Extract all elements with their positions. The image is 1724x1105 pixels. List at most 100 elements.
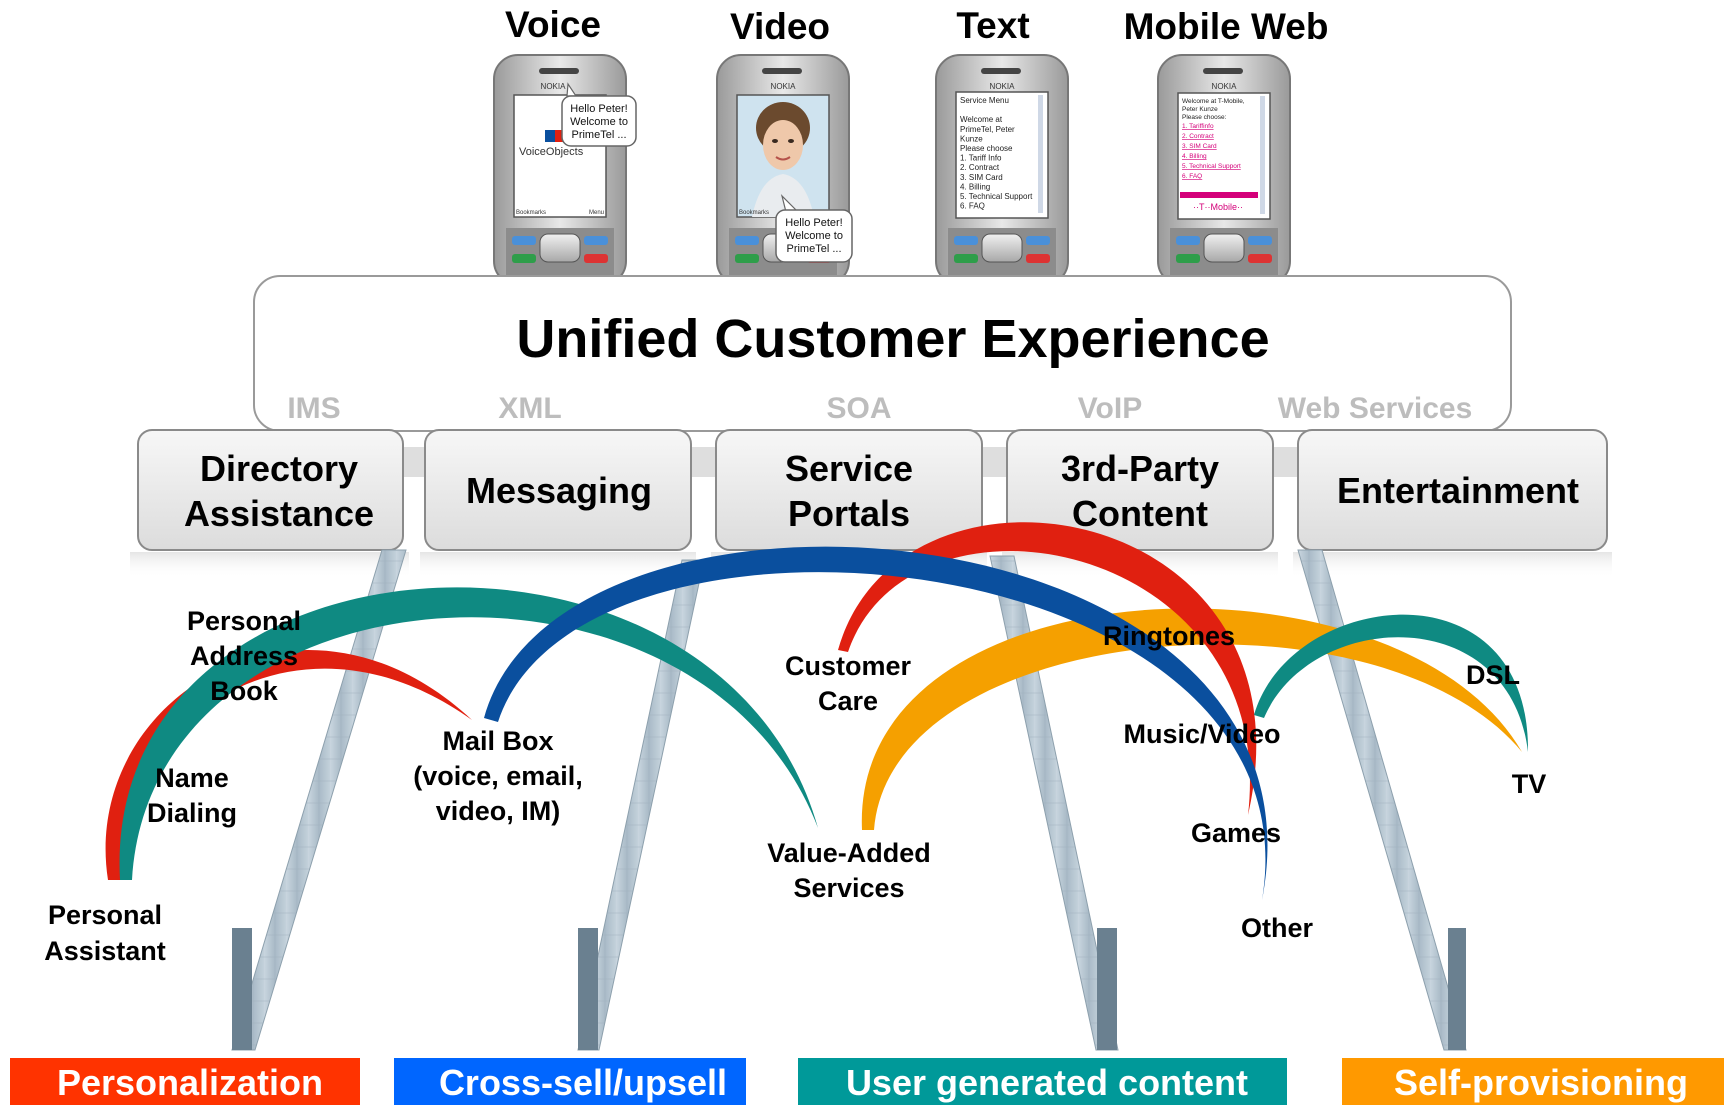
offering-name-dialing-line-2: Dialing — [147, 798, 237, 828]
offering-personal-assistant-line-2: Assistant — [44, 936, 166, 966]
band-personalization — [10, 1058, 360, 1105]
service-label-messaging: Messaging — [466, 470, 652, 511]
platform-title: Unified Customer Experience — [516, 309, 1269, 369]
band-label-self-provisioning: Self-provisioning — [1394, 1062, 1688, 1103]
voice-bubble-line-1: Hello Peter! — [570, 103, 627, 115]
web-link-line-2[interactable]: 2. Contract — [1182, 133, 1214, 140]
sms-menu-line-3: Welcome at — [960, 115, 1003, 124]
channel-headings: Voice Video Text Mobile Web — [505, 4, 1328, 47]
sms-menu-line-10: 4. Billing — [960, 182, 990, 191]
service-label-service: Service — [785, 448, 913, 489]
service-box-entertainment — [1297, 429, 1608, 551]
offering-ringtones: Ringtones — [1103, 621, 1235, 651]
service-label-entertainment: Entertainment — [1337, 470, 1579, 511]
web-intro-line-2: Peter Kunze — [1182, 106, 1218, 113]
offering-name-dialing-line-1: Name — [155, 763, 229, 793]
channel-label-mobile-web: Mobile Web — [1124, 6, 1329, 47]
voice-bubble-line-3: PrimeTel ... — [571, 129, 626, 141]
offering-labels: Personal Address Book Name Dialing Perso… — [44, 606, 1546, 966]
technology-label-voip: VoIP — [1078, 392, 1142, 425]
channel-label-video: Video — [730, 6, 830, 47]
band-user-generated-content — [798, 1058, 1287, 1105]
technology-label-soa: SOA — [826, 392, 891, 425]
benefit-bands: Personalization Cross-sell/upsell User g… — [10, 1058, 1724, 1105]
sms-menu-line-8: 2. Contract — [960, 163, 1000, 172]
service-box-messaging — [424, 429, 692, 551]
service-label-portals: Portals — [788, 493, 910, 534]
arc-teal-music-video-to-tv — [1254, 614, 1529, 752]
video-bubble-line-2: Welcome to — [785, 230, 843, 242]
web-intro-line-3: Please choose: — [1182, 114, 1227, 121]
sms-menu-line-11: 5. Technical Support — [960, 192, 1033, 201]
band-self-provisioning — [1342, 1058, 1724, 1105]
sms-menu-line-6: Please choose — [960, 144, 1013, 153]
web-link-line-3[interactable]: 3. SIM Card — [1182, 143, 1217, 150]
offering-value-added-services-line-2: Services — [793, 873, 904, 903]
t-mobile-logo: ··T··Mobile·· — [1193, 202, 1243, 212]
band-label-personalization: Personalization — [57, 1062, 323, 1103]
technology-label-web-services: Web Services — [1278, 392, 1473, 425]
offering-dsl: DSL — [1466, 660, 1520, 690]
sms-menu-line-7: 1. Tariff Info — [960, 154, 1002, 163]
relationship-arcs — [105, 522, 1529, 900]
service-boxes: Directory Assistance Messaging Service P… — [130, 429, 1612, 578]
band-label-cross-sell-upsell: Cross-sell/upsell — [439, 1062, 727, 1103]
phone-video: NOKIA Bookmarks Hello Peter! Welcome to … — [716, 54, 853, 286]
offering-other: Other — [1241, 913, 1314, 943]
sms-menu-line-5: Kunze — [960, 134, 983, 143]
offering-value-added-services-line-1: Value-Added — [767, 838, 931, 868]
soft-key-right: Menu — [589, 210, 604, 216]
service-label-content: Content — [1072, 493, 1208, 534]
arc-orange-value-added-to-tv — [861, 608, 1522, 830]
web-intro-line-1: Welcome at T-Mobile, — [1182, 98, 1245, 105]
offering-customer-care-line-2: Care — [818, 686, 878, 716]
offering-personal-assistant-line-1: Personal — [48, 900, 162, 930]
offering-personal-address-book-line-3: Book — [210, 676, 278, 706]
band-cross-sell-upsell — [394, 1058, 746, 1105]
platform-box: Unified Customer Experience IMS XML SOA … — [253, 275, 1512, 432]
video-caller-avatar — [752, 102, 814, 217]
service-label-directory: Directory — [200, 448, 358, 489]
web-link-line-6[interactable]: 6. FAQ — [1182, 173, 1202, 180]
technology-label-xml: XML — [498, 392, 561, 425]
channel-label-voice: Voice — [505, 4, 601, 45]
video-bubble-line-1: Hello Peter! — [785, 217, 842, 229]
service-label-3rd-party: 3rd-Party — [1061, 448, 1219, 489]
offering-mail-box-line-3: video, IM) — [436, 796, 561, 826]
svg-text:NOKIA: NOKIA — [771, 82, 797, 91]
service-box-third-party-content — [1006, 429, 1274, 551]
svg-text:NOKIA: NOKIA — [1212, 82, 1238, 91]
sms-menu-line-4: PrimeTel, Peter — [960, 125, 1015, 134]
offering-personal-address-book-line-1: Personal — [187, 606, 301, 636]
offering-mail-box-line-2: (voice, email, — [413, 761, 583, 791]
soft-key-left: Bookmarks — [516, 210, 546, 216]
svg-text:NOKIA: NOKIA — [541, 82, 567, 91]
svg-text:NOKIA: NOKIA — [990, 82, 1016, 91]
service-label-assistance: Assistance — [184, 493, 374, 534]
sms-menu-line-1: Service Menu — [960, 96, 1009, 105]
offering-mail-box-line-1: Mail Box — [442, 726, 553, 756]
sms-menu-line-9: 3. SIM Card — [960, 173, 1003, 182]
sms-menu-line-12: 6. FAQ — [960, 202, 985, 211]
voice-bubble-line-2: Welcome to — [570, 116, 628, 128]
service-box-directory-assistance — [137, 429, 404, 551]
web-link-line-1[interactable]: 1. Tariffinfo — [1182, 123, 1214, 130]
phone-mobile-web: NOKIA Welcome at T-Mobile,Peter KunzePle… — [1157, 54, 1291, 286]
offering-personal-address-book-line-2: Address — [190, 641, 298, 671]
web-link-line-4[interactable]: 4. Billing — [1182, 153, 1207, 160]
web-link-line-5[interactable]: 5. Technical Support — [1182, 163, 1241, 170]
offering-games: Games — [1191, 818, 1281, 848]
phone-voice: NOKIA VoiceObjects Bookmarks Menu Hello … — [493, 54, 637, 286]
offering-music-video: Music/Video — [1123, 719, 1280, 749]
offering-tv: TV — [1512, 769, 1547, 799]
video-soft-key-left: Bookmarks — [739, 210, 769, 216]
firewall-walls — [231, 549, 1467, 1051]
offering-customer-care-line-1: Customer — [785, 651, 912, 681]
video-bubble-line-3: PrimeTel ... — [786, 243, 841, 255]
band-label-user-generated-content: User generated content — [846, 1062, 1248, 1103]
technology-label-ims: IMS — [287, 392, 340, 425]
